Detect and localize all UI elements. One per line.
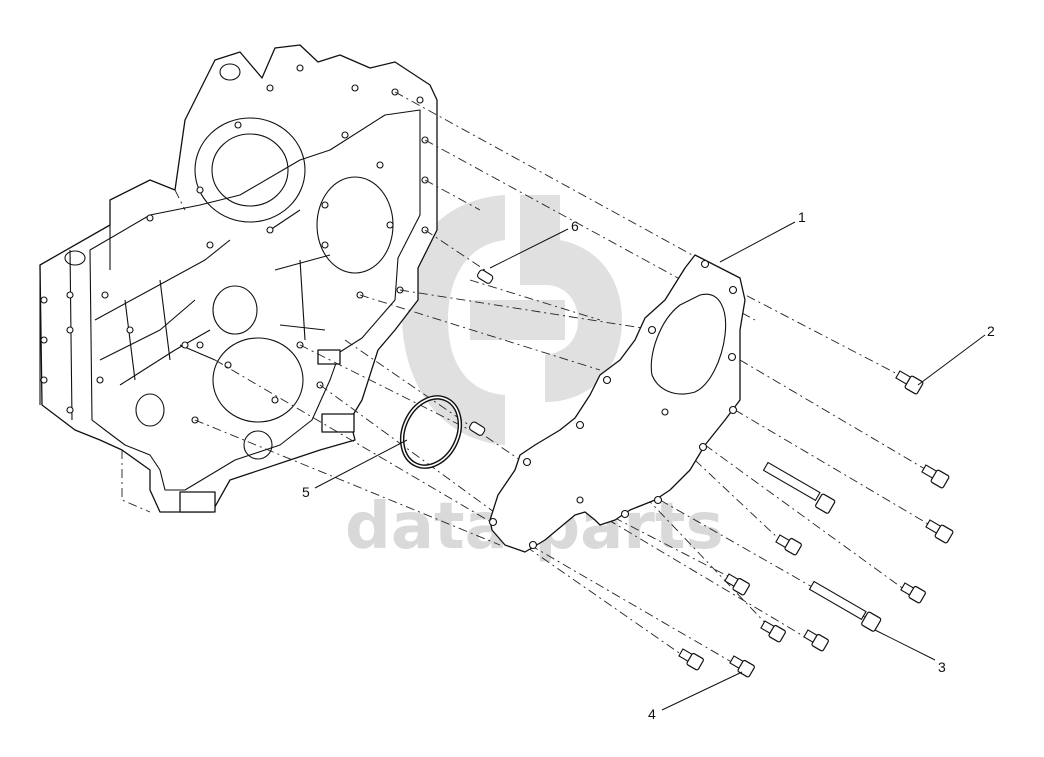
part-5-o-ring <box>399 395 463 469</box>
part-4-bolt-g <box>803 629 829 652</box>
part-4-bolt-c <box>775 534 802 556</box>
part-4-bolt-b <box>925 519 954 544</box>
part-1-cover-plate <box>488 254 746 553</box>
callout-2: 2 <box>987 323 995 339</box>
part-4-bolt-f <box>760 620 786 643</box>
part-4-bolt-a <box>921 464 950 489</box>
callout-3: 3 <box>938 659 946 675</box>
callout-6: 6 <box>571 218 579 234</box>
part-3-long-bolt <box>808 580 882 632</box>
part-6-dowel-pin-upper <box>476 269 494 284</box>
part-4-bolt-e <box>724 573 750 596</box>
part-2-bolt <box>895 370 924 395</box>
engine-front-housing <box>39 44 438 513</box>
part-4-bolt-d <box>900 582 926 604</box>
long-bolt-upper <box>762 461 836 514</box>
callout-5: 5 <box>302 484 310 500</box>
part-6-dowel-pin-lower <box>468 421 486 436</box>
callout-1: 1 <box>798 209 806 225</box>
leader-lines <box>314 221 986 711</box>
part-4-bolt-i <box>729 655 755 678</box>
callout-4: 4 <box>648 706 656 722</box>
part-4-bolt-h <box>678 648 704 671</box>
watermark-logo <box>401 195 622 445</box>
